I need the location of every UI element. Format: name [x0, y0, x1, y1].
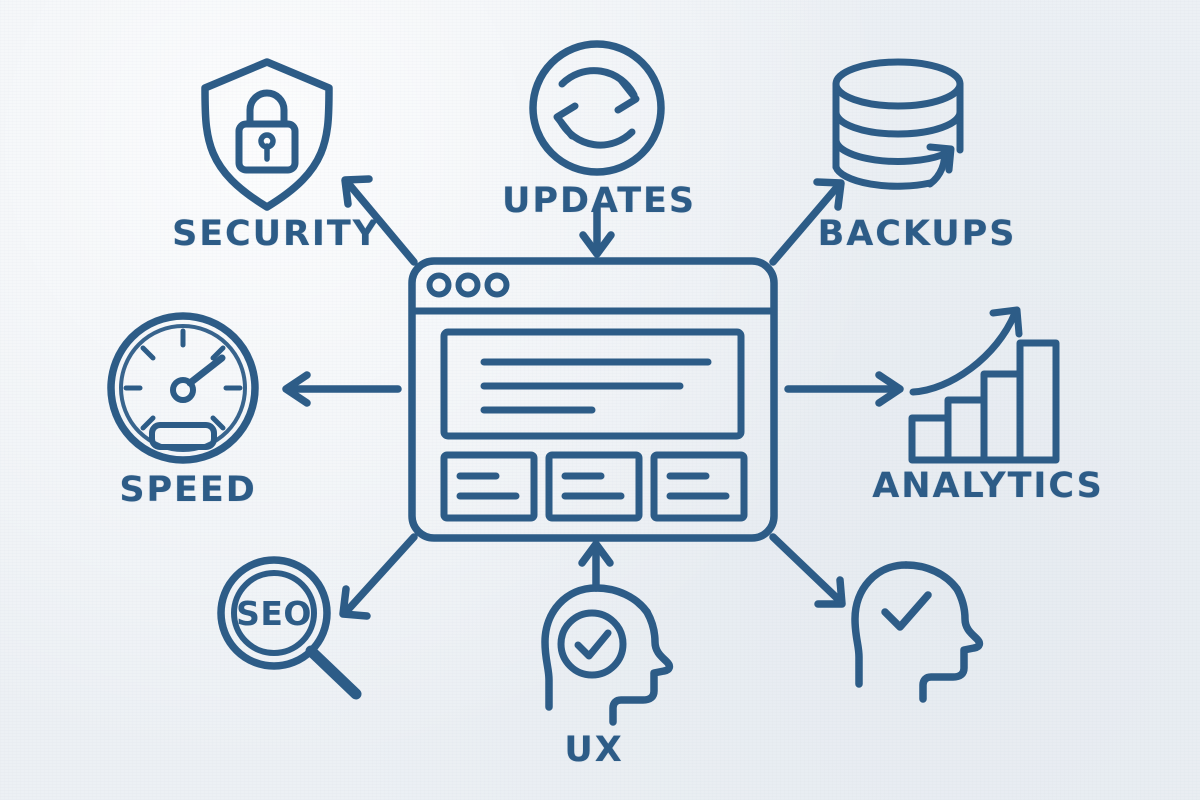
label-analytics: ANALYTICS [872, 466, 1104, 506]
refresh-sync-circle-icon [529, 40, 665, 176]
browser-window-icon [408, 257, 778, 542]
label-speed: SPEED [119, 470, 257, 510]
arrow-to-analytics [784, 371, 904, 407]
arrow-to-browser-from-updates [579, 204, 615, 258]
label-security: SECURITY [172, 214, 380, 254]
arrow-to-accessibility [769, 533, 846, 608]
label-updates: UPDATES [502, 181, 696, 221]
arrow-to-seo [339, 533, 418, 620]
speedometer-gauge-icon [107, 312, 259, 464]
head-profile-check-icon [851, 561, 984, 703]
arrow-to-browser-from-ux [578, 540, 614, 592]
magnifier-seo-icon [217, 556, 362, 700]
database-restore-icon [832, 58, 964, 190]
seo-icon-text: SEO [236, 594, 312, 633]
arrow-to-speed [282, 371, 402, 407]
shield-lock-icon [201, 58, 333, 211]
arrow-to-security [341, 175, 418, 266]
head-profile-check-circle-icon [541, 584, 674, 726]
bar-chart-growth-icon [908, 306, 1060, 464]
label-ux: UX [564, 730, 624, 770]
arrow-to-backups [769, 178, 845, 266]
label-backups: BACKUPS [817, 214, 1017, 254]
